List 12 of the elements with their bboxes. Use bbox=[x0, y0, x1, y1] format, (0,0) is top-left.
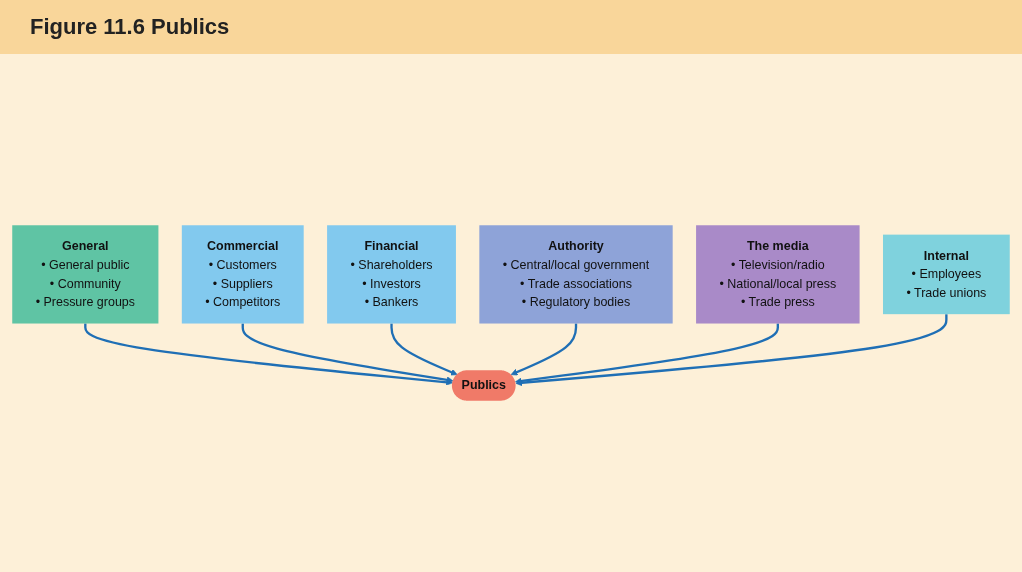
node-box: Internal • Employees • Trade unions bbox=[883, 234, 1010, 315]
arrow bbox=[241, 323, 454, 384]
arrow bbox=[84, 323, 453, 386]
node-box: Commercial • Customers • Suppliers • Competitors bbox=[181, 225, 304, 324]
node-box: Financial • Shareholders • Investors • Bankers bbox=[327, 225, 456, 324]
node-box: General • General public • Community • Pressure groups bbox=[12, 225, 159, 324]
node-box: Authority • Central/local government • Trade associations • Regulatory bodies bbox=[479, 225, 673, 324]
figure-title: Figure 11.6 Publics bbox=[0, 0, 1022, 54]
arrow bbox=[390, 323, 458, 376]
node-box: The media • Television/radio • National/local press • Trade press bbox=[696, 225, 860, 324]
arrow bbox=[510, 323, 578, 376]
arrow bbox=[515, 314, 948, 387]
